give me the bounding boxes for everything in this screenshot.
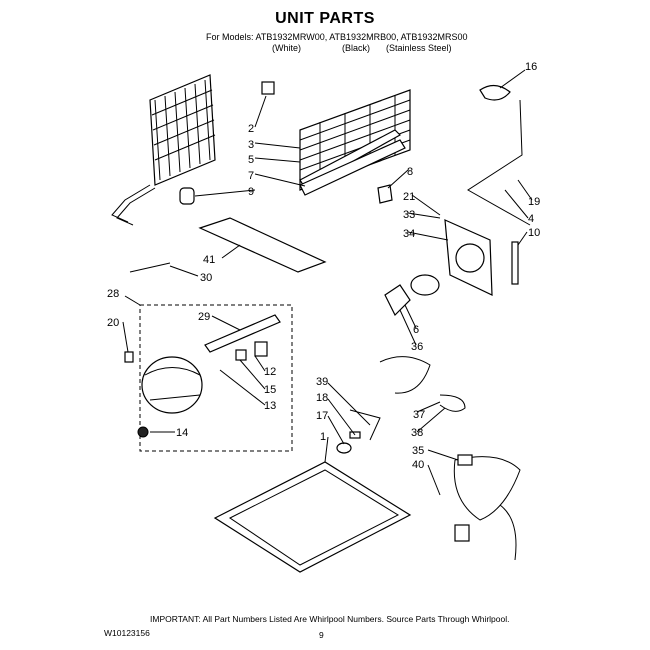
callout-19: 19	[528, 196, 540, 208]
callout-2: 2	[248, 123, 254, 135]
start-device	[204, 314, 281, 353]
callout-13: 13	[264, 400, 276, 412]
models-line: For Models: ATB1932MRW00, ATB1932MRB00, …	[206, 32, 468, 42]
condenser-coil	[111, 74, 216, 226]
callout-12: 12	[264, 366, 276, 378]
wire-loop	[439, 394, 466, 412]
grommet	[179, 187, 195, 205]
callout-1: 1	[320, 431, 326, 443]
callout-20: 20	[107, 317, 119, 329]
insulation-tube	[479, 84, 511, 101]
callout-41: 41	[203, 254, 215, 266]
callout-33: 33	[403, 209, 415, 221]
callout-30: 30	[200, 272, 212, 284]
drain-tube	[349, 409, 381, 441]
evaporator-coil	[299, 89, 411, 191]
power-cord	[499, 504, 517, 561]
callout-14: 14	[176, 427, 188, 439]
callout-39: 39	[316, 376, 328, 388]
callout-28: 28	[107, 288, 119, 300]
washer	[336, 442, 352, 454]
footer-note: IMPORTANT: All Part Numbers Listed Are W…	[150, 614, 510, 624]
variant-white: (White)	[272, 43, 301, 53]
connector-lower	[454, 524, 470, 542]
grommet-foot	[137, 426, 149, 438]
callout-4: 4	[528, 213, 534, 225]
callout-37: 37	[413, 409, 425, 421]
drain-pan	[299, 139, 406, 196]
callout-18: 18	[316, 392, 328, 404]
callout-labels: 16 2 3 5 7 9 8 21 19 33 4 34 10 41 30 28…	[107, 61, 540, 471]
variant-black: (Black)	[342, 43, 371, 53]
callout-16: 16	[525, 61, 537, 73]
label-plate	[261, 81, 275, 95]
callout-8: 8	[407, 166, 413, 178]
variant-stainless: (Stainless Steel)	[386, 43, 452, 53]
callout-5: 5	[248, 154, 254, 166]
compressor-bracket	[198, 217, 327, 273]
callout-38: 38	[411, 427, 423, 439]
doc-code: W10123156	[104, 628, 150, 638]
leader-lines	[122, 69, 533, 496]
callout-10: 10	[528, 227, 540, 239]
connector	[457, 454, 473, 466]
screw	[124, 351, 134, 363]
callout-9: 9	[248, 186, 254, 198]
callout-15: 15	[264, 384, 276, 396]
drain-hose	[379, 356, 431, 394]
fan-motor	[410, 274, 440, 296]
callout-29: 29	[198, 311, 210, 323]
page-title: UNIT PARTS	[275, 10, 375, 27]
callout-6: 6	[413, 324, 419, 336]
page-number: 9	[319, 630, 324, 640]
relay-cover	[254, 341, 268, 357]
bracket	[377, 184, 393, 204]
callout-7: 7	[248, 170, 254, 182]
callout-35: 35	[412, 445, 424, 457]
base-pan	[213, 461, 412, 573]
fan-blade	[384, 284, 411, 317]
main-harness	[453, 456, 521, 521]
callout-17: 17	[316, 410, 328, 422]
wire-harness	[129, 262, 171, 273]
callout-3: 3	[248, 139, 254, 151]
overload	[235, 349, 247, 361]
compressor	[141, 356, 203, 414]
gasket-strip	[511, 241, 519, 285]
callout-40: 40	[412, 459, 424, 471]
callout-34: 34	[403, 228, 415, 240]
compressor-kit-box	[139, 304, 293, 452]
callout-36: 36	[411, 341, 423, 353]
callout-21: 21	[403, 191, 415, 203]
